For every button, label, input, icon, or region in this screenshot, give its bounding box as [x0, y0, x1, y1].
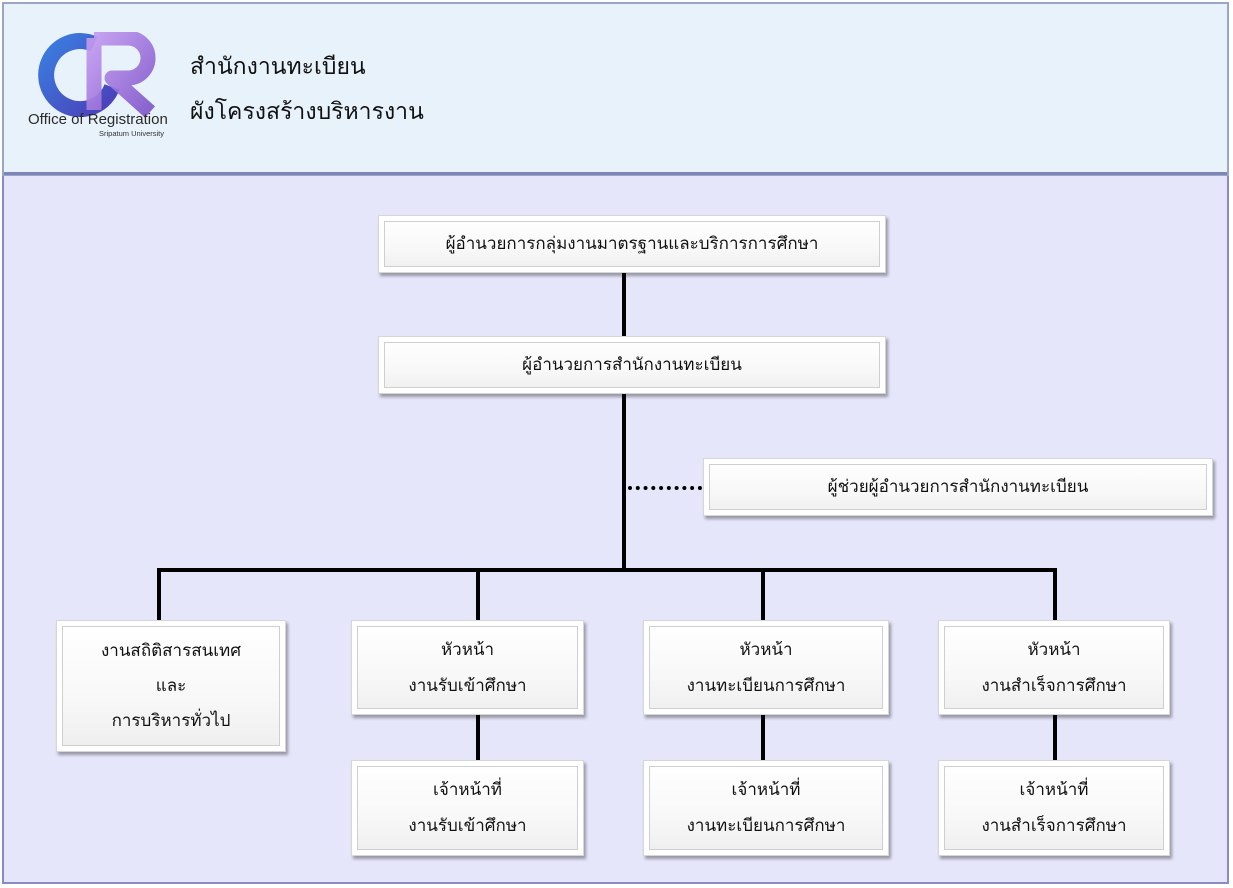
- node-label: ผู้อำนวยการสำนักงานทะเบียน: [522, 355, 742, 375]
- connector-staff-3: [761, 712, 765, 764]
- node-label: งานสำเร็จการศึกษา: [981, 816, 1127, 836]
- node-label: เจ้าหน้าที่: [433, 780, 502, 800]
- header: Office of Registration Sripatum Universi…: [2, 2, 1229, 176]
- node-label: ผู้ช่วยผู้อำนวยการสำนักงานทะเบียน: [827, 477, 1089, 497]
- node-label: หัวหน้า: [1027, 639, 1081, 660]
- logo-text: Office of Registration: [28, 111, 168, 128]
- connector-assistant-dotted: [628, 486, 702, 490]
- header-divider: [4, 172, 1227, 175]
- node-staff-admissions: เจ้าหน้าที่ งานรับเข้าศึกษา: [351, 760, 584, 856]
- node-label: เจ้าหน้าที่: [1019, 780, 1089, 800]
- node-label: หัวหน้า: [739, 639, 793, 660]
- logo-subtext: Sripatum University: [99, 129, 165, 138]
- node-label: การบริหารทั่วไป: [111, 710, 231, 731]
- node-assistant-director: ผู้ช่วยผู้อำนวยการสำนักงานทะเบียน: [703, 458, 1213, 516]
- node-label: งานทะเบียนการศึกษา: [686, 816, 846, 836]
- page-subtitle: ผังโครงสร้างบริหารงาน: [190, 99, 424, 125]
- node-unit-admissions-head: หัวหน้า งานรับเข้าศึกษา: [351, 620, 584, 715]
- node-unit-statistics: งานสถิติสารสนเทศ และ การบริหารทั่วไป: [56, 620, 286, 752]
- connector-staff-2: [476, 712, 480, 764]
- node-label: งานรับเข้าศึกษา: [408, 816, 527, 836]
- connector-unit-4: [1053, 570, 1057, 624]
- node-label: หัวหน้า: [440, 639, 495, 660]
- node-label: งานรับเข้าศึกษา: [408, 675, 527, 696]
- office-of-registration-logo: [38, 32, 156, 118]
- connector-unit-2: [476, 570, 480, 624]
- node-label: ผู้อำนวยการกลุ่มงานมาตรฐานและบริการการศึ…: [445, 234, 819, 254]
- connector-unit-3: [761, 570, 765, 624]
- node-label: งานทะเบียนการศึกษา: [686, 675, 846, 696]
- connector-director-trunk: [622, 392, 626, 572]
- node-label: งานสถิติสารสนเทศ: [100, 640, 242, 661]
- node-label: และ: [155, 675, 187, 696]
- node-group-director: ผู้อำนวยการกลุ่มงานมาตรฐานและบริการการศึ…: [378, 215, 886, 273]
- page-title: สำนักงานทะเบียน: [190, 54, 366, 80]
- connector-top-director: [622, 272, 626, 338]
- node-label: งานสำเร็จการศึกษา: [981, 675, 1127, 696]
- node-office-director: ผู้อำนวยการสำนักงานทะเบียน: [378, 336, 886, 394]
- node-label: เจ้าหน้าที่: [731, 780, 801, 800]
- connector-staff-4: [1053, 712, 1057, 764]
- node-staff-registration: เจ้าหน้าที่ งานทะเบียนการศึกษา: [643, 760, 889, 856]
- node-unit-registration-head: หัวหน้า งานทะเบียนการศึกษา: [643, 620, 889, 715]
- connector-unit-1: [157, 570, 161, 624]
- node-unit-graduation-head: หัวหน้า งานสำเร็จการศึกษา: [938, 620, 1170, 715]
- node-staff-graduation: เจ้าหน้าที่ งานสำเร็จการศึกษา: [938, 760, 1170, 856]
- connector-horizontal-bar: [157, 568, 1057, 572]
